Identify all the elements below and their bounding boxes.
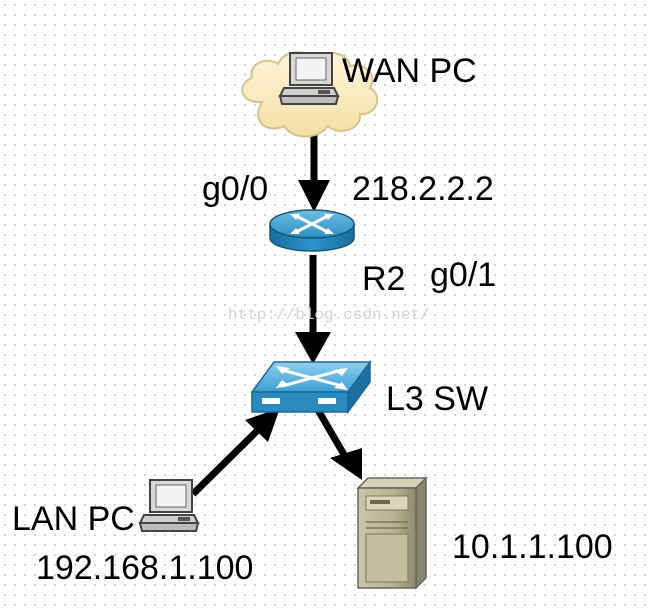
watermark: http://blog.csdn.net/ <box>228 306 430 324</box>
g00-label: g0/0 <box>202 170 269 208</box>
router-label: R2 <box>362 260 406 298</box>
lan-pc-label: LAN PC <box>12 500 135 538</box>
wan-ip-label: 218.2.2.2 <box>352 170 494 208</box>
pc-icon[interactable] <box>138 479 200 532</box>
lan-ip-label: 192.168.1.100 <box>36 549 254 587</box>
g01-label: g0/1 <box>430 256 497 294</box>
l3-switch-icon[interactable] <box>250 359 372 415</box>
link-router-to-switch <box>295 255 331 364</box>
wan-pc-label: WAN PC <box>342 52 477 90</box>
server-icon[interactable] <box>356 476 428 590</box>
link-switch-to-server <box>314 408 362 480</box>
pc-cloud-icon[interactable] <box>241 51 379 138</box>
link-lanpc-to-switch <box>190 408 280 497</box>
server-ip-label: 10.1.1.100 <box>452 528 613 566</box>
router-icon[interactable] <box>269 209 355 252</box>
l3sw-label: L3 SW <box>386 380 489 418</box>
